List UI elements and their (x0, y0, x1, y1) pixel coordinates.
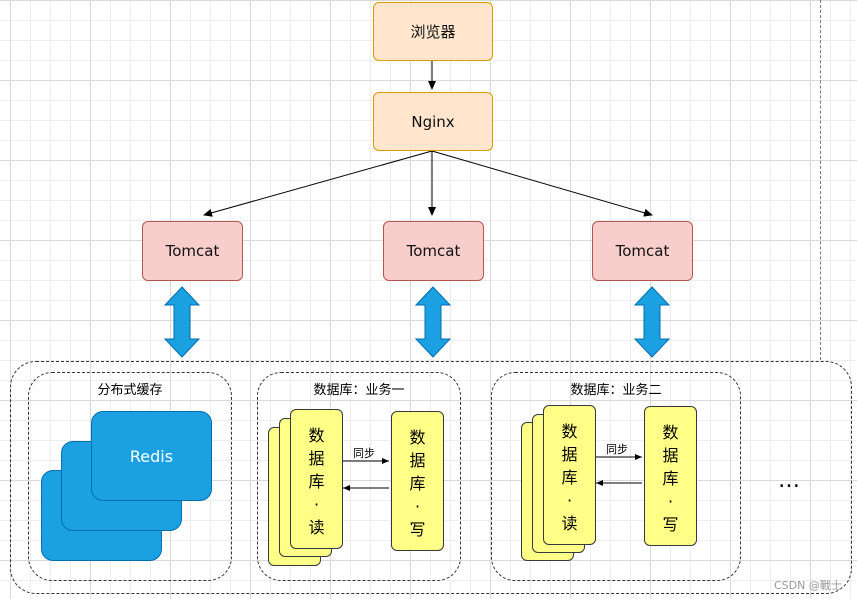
tomcat-node-3[interactable]: Tomcat (592, 221, 693, 281)
cache-group-title: 分布式缓存 (97, 383, 163, 398)
db2-read-char: · (566, 491, 573, 510)
db1-read-char: · (313, 495, 320, 514)
db1-sync-label: 同步 (353, 447, 375, 460)
redis-label: Redis (129, 446, 174, 466)
db2-write-char: · (667, 492, 674, 511)
bidirectional-arrow-1 (163, 286, 201, 358)
db-group-1 (257, 372, 461, 581)
edge-nginx-tomcat-3 (431, 150, 653, 217)
watermark: CSDN @戰士 (774, 579, 842, 592)
db1-write-char: · (414, 497, 421, 516)
edge-nginx-tomcat-1 (203, 150, 433, 217)
nginx-label: Nginx (411, 112, 455, 131)
db2-write-char: 库 (662, 469, 679, 488)
db1-write-char: 据 (409, 451, 426, 470)
db2-sync-label: 同步 (606, 443, 628, 456)
browser-node[interactable]: 浏览器 (373, 2, 493, 61)
nginx-node[interactable]: Nginx (373, 92, 493, 151)
tomcat-node-2[interactable]: Tomcat (383, 221, 484, 281)
db2-write-node[interactable]: 数 据 库 · 写 (644, 406, 697, 546)
db-group-1-title: 数据库：业务一 (313, 383, 405, 398)
tomcat-label: Tomcat (165, 242, 220, 260)
db-group-2-title: 数据库：业务二 (570, 383, 662, 398)
guide-line (820, 0, 821, 360)
redis-node[interactable]: Redis (91, 411, 212, 501)
db1-write-char: 写 (409, 520, 426, 539)
storage-layer-container (10, 361, 852, 594)
db2-read-char: 据 (561, 445, 578, 464)
db2-read-char: 读 (561, 514, 578, 533)
browser-label: 浏览器 (410, 23, 456, 41)
more-ellipsis: … (778, 468, 802, 493)
db1-write-char: 库 (409, 474, 426, 493)
cache-group (28, 372, 232, 581)
db1-read-char: 库 (308, 472, 325, 491)
db-group-2 (491, 372, 741, 581)
tomcat-label: Tomcat (406, 242, 461, 260)
db2-write-char: 数 (662, 423, 679, 442)
db1-read-char: 读 (308, 518, 325, 537)
db2-write-char: 据 (662, 446, 679, 465)
db2-read-node[interactable]: 数 据 库 · 读 (543, 405, 596, 545)
db2-read-char: 库 (561, 468, 578, 487)
db1-write-node[interactable]: 数 据 库 · 写 (391, 411, 444, 551)
bidirectional-arrow-3 (633, 286, 671, 358)
db2-read-char: 数 (561, 422, 578, 441)
db1-read-node[interactable]: 数 据 库 · 读 (290, 409, 343, 549)
db1-read-char: 数 (308, 426, 325, 445)
bidirectional-arrow-2 (414, 286, 452, 358)
tomcat-label: Tomcat (615, 242, 670, 260)
db1-read-char: 据 (308, 449, 325, 468)
db1-write-char: 数 (409, 428, 426, 447)
db2-write-char: 写 (662, 515, 679, 534)
tomcat-node-1[interactable]: Tomcat (142, 221, 243, 281)
